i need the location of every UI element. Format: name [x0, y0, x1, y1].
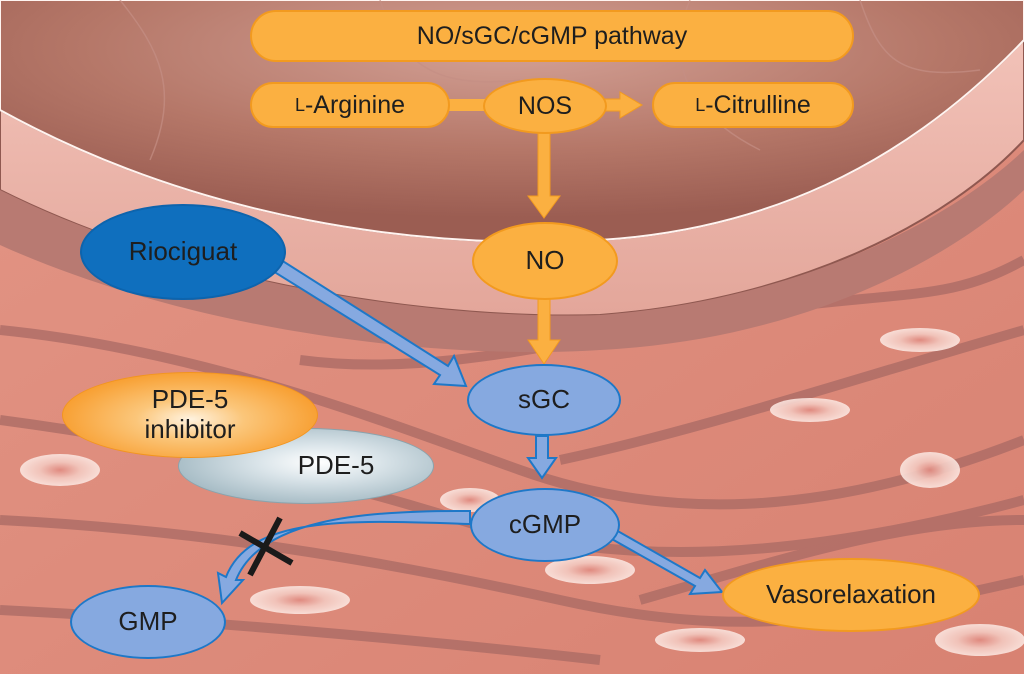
pde5-inhibitor-line2: inhibitor	[144, 414, 236, 444]
pde5-label: PDE-5	[297, 450, 375, 481]
arrow-riociguat-to-sgc	[266, 256, 468, 388]
node-no: NO	[472, 222, 618, 300]
pde5-inhibitor-line1: PDE-5	[151, 384, 229, 415]
block-x-icon	[238, 516, 294, 577]
sgc-label: sGC	[518, 384, 570, 415]
l-arginine-prefix: L	[294, 94, 305, 115]
node-vasorelaxation: Vasorelaxation	[722, 558, 980, 632]
node-sgc: sGC	[467, 364, 621, 436]
cgmp-label: cGMP	[508, 509, 582, 540]
arrow-nos-to-no	[527, 129, 561, 219]
node-l-citrulline: L-Citrulline	[652, 82, 854, 128]
pathway-title: NO/sGC/cGMP pathway	[250, 10, 854, 62]
vasorelaxation-label: Vasorelaxation	[765, 579, 937, 610]
no-label: NO	[525, 245, 565, 276]
node-gmp: GMP	[70, 585, 226, 659]
pathway-title-text: NO/sGC/cGMP pathway	[416, 21, 688, 50]
node-nos: NOS	[483, 78, 607, 134]
arrow-cgmp-to-vasorelaxation	[608, 528, 724, 596]
l-arginine-label: -Arginine	[304, 90, 406, 119]
basement-membrane	[0, 150, 1024, 353]
arrow-sgc-to-cgmp	[526, 435, 558, 480]
arginine-nos-connector	[445, 99, 490, 111]
l-citrulline-label: -Citrulline	[705, 90, 811, 119]
node-l-arginine: L-Arginine	[250, 82, 450, 128]
arrow-cgmp-to-gmp	[216, 509, 471, 606]
nos-label: NOS	[517, 91, 573, 120]
node-pde5-inhibitor: PDE-5 inhibitor	[62, 372, 318, 458]
arrow-no-to-sgc	[527, 297, 561, 365]
gmp-label: GMP	[118, 606, 178, 637]
l-citrulline-prefix: L	[695, 94, 706, 115]
riociguat-label: Riociguat	[128, 236, 238, 267]
node-riociguat: Riociguat	[80, 204, 286, 300]
node-cgmp: cGMP	[470, 488, 620, 562]
